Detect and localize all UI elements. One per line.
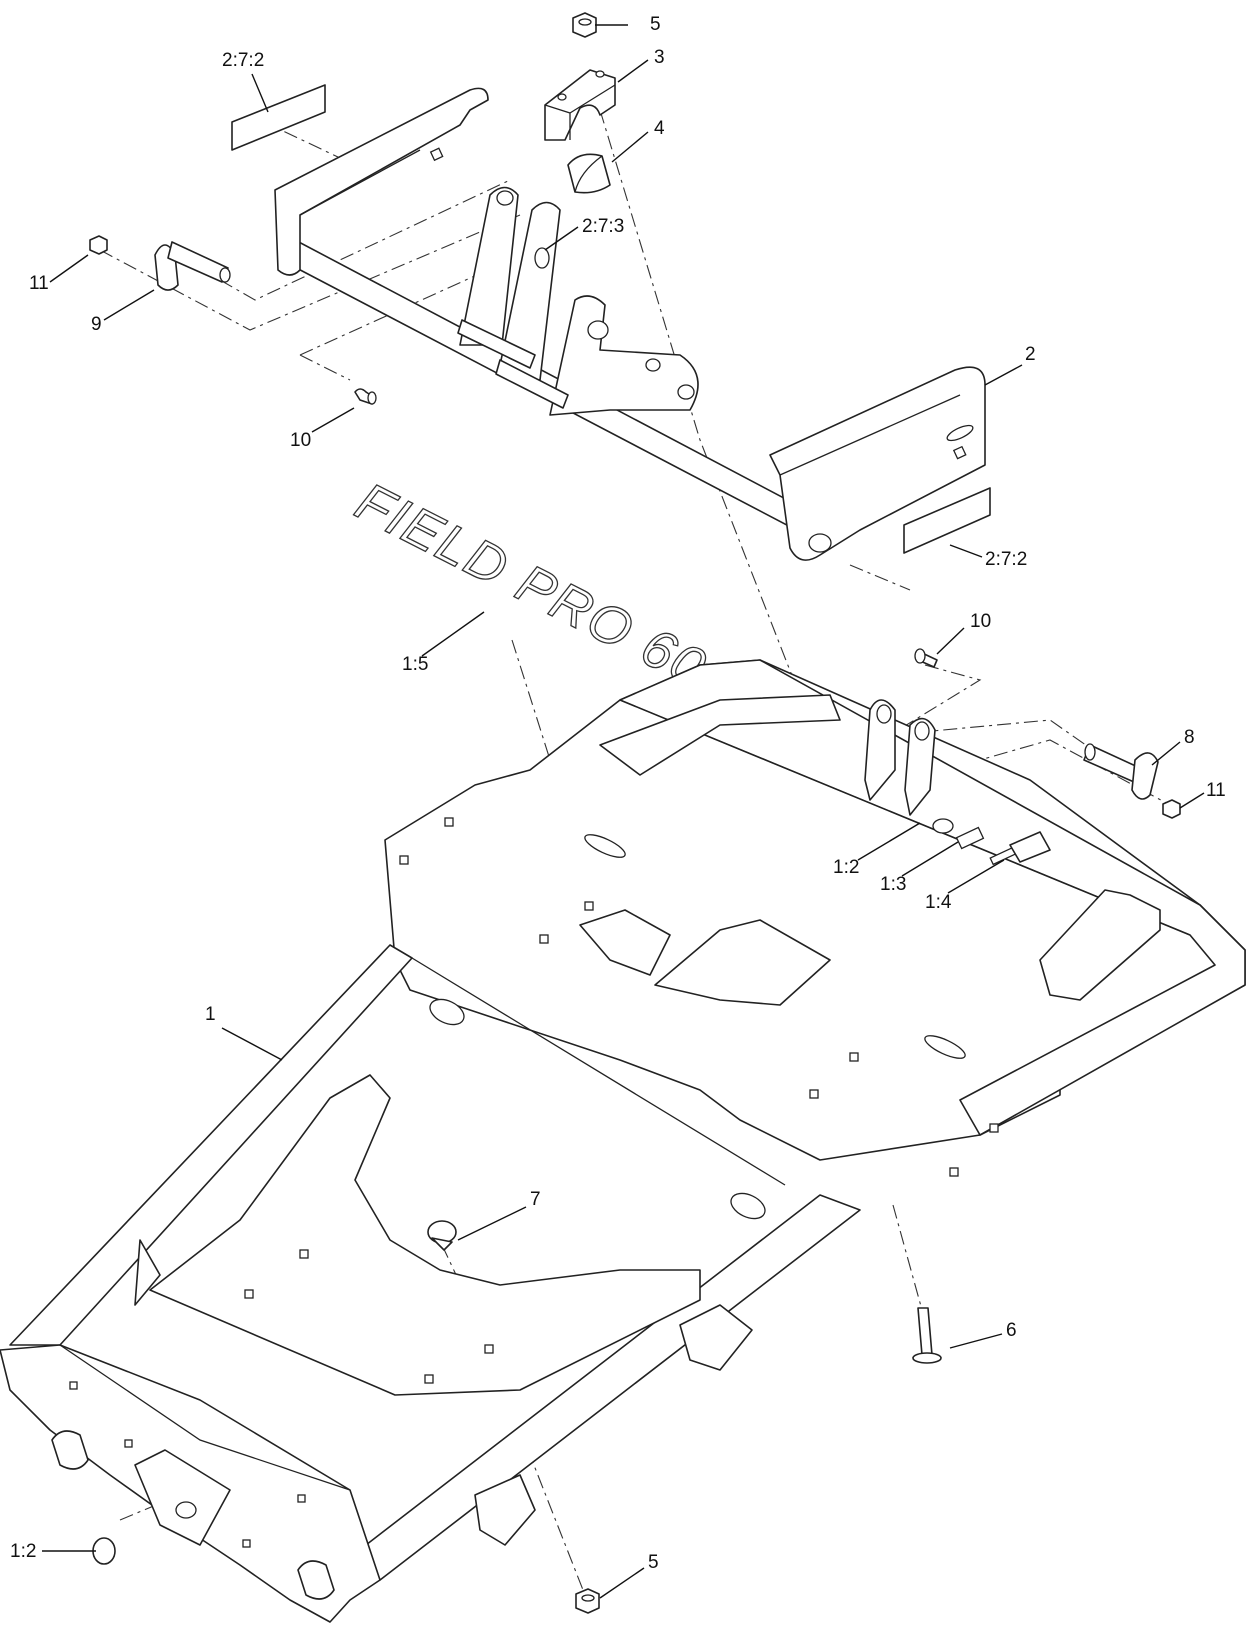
callout-label: 1	[205, 1004, 216, 1025]
pin-part-9	[154, 241, 231, 291]
callout-label: 1:2	[10, 1541, 36, 1562]
callout-label: 2:7:3	[582, 216, 624, 237]
callout-label: 10	[290, 430, 311, 451]
lift-arm-assembly	[274, 87, 986, 561]
leader-line	[611, 131, 649, 163]
leader-line	[544, 226, 579, 251]
callout-label: 9	[91, 314, 102, 335]
callout-label: 6	[1006, 1320, 1017, 1341]
leader-line	[857, 822, 921, 861]
plug-part-7	[427, 1220, 457, 1251]
callout-layer: 5 3 2:7:2 4 2:7:3 11 9 2 10 2:7:2 10 1:5 8 11 1:2 1:3 1:…	[10, 14, 1226, 1599]
callout-label: 8	[1184, 727, 1195, 748]
callout-label: 11	[29, 273, 49, 294]
callout-label: 10	[970, 611, 991, 632]
callout-c-1-2-mid: 1:2	[833, 822, 921, 878]
callout-c-2-7-3: 2:7:3	[544, 216, 624, 251]
bolt-part-10-right	[914, 648, 938, 668]
nut-part-5-top	[572, 12, 597, 38]
leader-line	[457, 1206, 527, 1241]
pin-part-8	[1083, 743, 1159, 800]
main-frame-part-1	[0, 659, 1246, 1623]
callout-c-11-right: 11	[1179, 780, 1226, 809]
callout-c-9: 9	[91, 289, 155, 335]
leader-line	[936, 627, 965, 655]
callout-c-11-left: 11	[29, 254, 89, 294]
bolt-part-10-top	[354, 388, 377, 405]
callout-label: 7	[530, 1189, 541, 1210]
callout-label: 1:4	[925, 892, 952, 913]
callout-c-1: 1	[205, 1004, 283, 1061]
callout-c-10-top: 10	[290, 407, 355, 451]
leader-line	[221, 1027, 283, 1061]
bolt-part-6	[912, 1307, 942, 1364]
callout-label: 3	[654, 47, 665, 68]
callout-label: 2:7:2	[985, 549, 1027, 570]
callout-label: 2:7:2	[222, 50, 264, 71]
callout-label: 2	[1025, 344, 1036, 365]
callout-c-8: 8	[1151, 727, 1195, 766]
callout-c-1-4: 1:4	[925, 859, 1005, 913]
clamp-part-3	[544, 69, 616, 141]
leader-line	[251, 73, 269, 113]
callout-c-2-7-2-top: 2:7:2	[222, 50, 269, 113]
callout-c-4: 4	[611, 118, 665, 163]
nut-part-5-bottom	[575, 1588, 600, 1614]
leader-line	[947, 859, 1005, 894]
callout-c-6: 6	[949, 1320, 1017, 1349]
callout-label: 1:5	[402, 654, 428, 675]
leader-line	[617, 59, 649, 83]
callout-c-1-5: 1:5	[402, 611, 485, 675]
callout-c-3: 3	[617, 47, 665, 83]
callout-c-2: 2	[984, 344, 1036, 386]
plug-1-2-bottom	[92, 1537, 116, 1565]
callout-c-1-3: 1:3	[880, 841, 959, 895]
leader-line	[1151, 741, 1181, 766]
callout-c-10-right: 10	[936, 611, 991, 655]
callout-c-1-2-bottom: 1:2	[10, 1541, 96, 1562]
leader-line	[901, 841, 959, 877]
leader-line	[311, 407, 355, 433]
leader-line	[599, 1567, 645, 1599]
decal-2-7-2-top	[231, 84, 326, 151]
leader-line	[1179, 792, 1205, 809]
leader-line	[103, 289, 155, 321]
leader-line	[949, 1333, 1003, 1349]
callout-c-2-7-2-right: 2:7:2	[949, 544, 1027, 570]
callout-label: 1:2	[833, 857, 859, 878]
callout-label: 1:3	[880, 874, 906, 895]
decal-2-7-2-right	[903, 487, 991, 554]
callout-label: 4	[654, 118, 665, 139]
nut-part-11-left	[89, 235, 108, 255]
callout-label: 5	[648, 1552, 659, 1573]
callout-c-5-top: 5	[595, 14, 661, 35]
callout-label: 5	[650, 14, 661, 35]
bushing-part-4	[567, 153, 611, 194]
callout-c-7: 7	[457, 1189, 541, 1241]
callout-label: 11	[1206, 780, 1226, 801]
callout-c-5-bottom: 5	[599, 1552, 659, 1599]
leader-line	[421, 611, 485, 657]
leader-line	[984, 364, 1023, 386]
nut-part-11-right	[1162, 799, 1181, 819]
leader-line	[949, 544, 983, 558]
leader-line	[49, 254, 89, 283]
